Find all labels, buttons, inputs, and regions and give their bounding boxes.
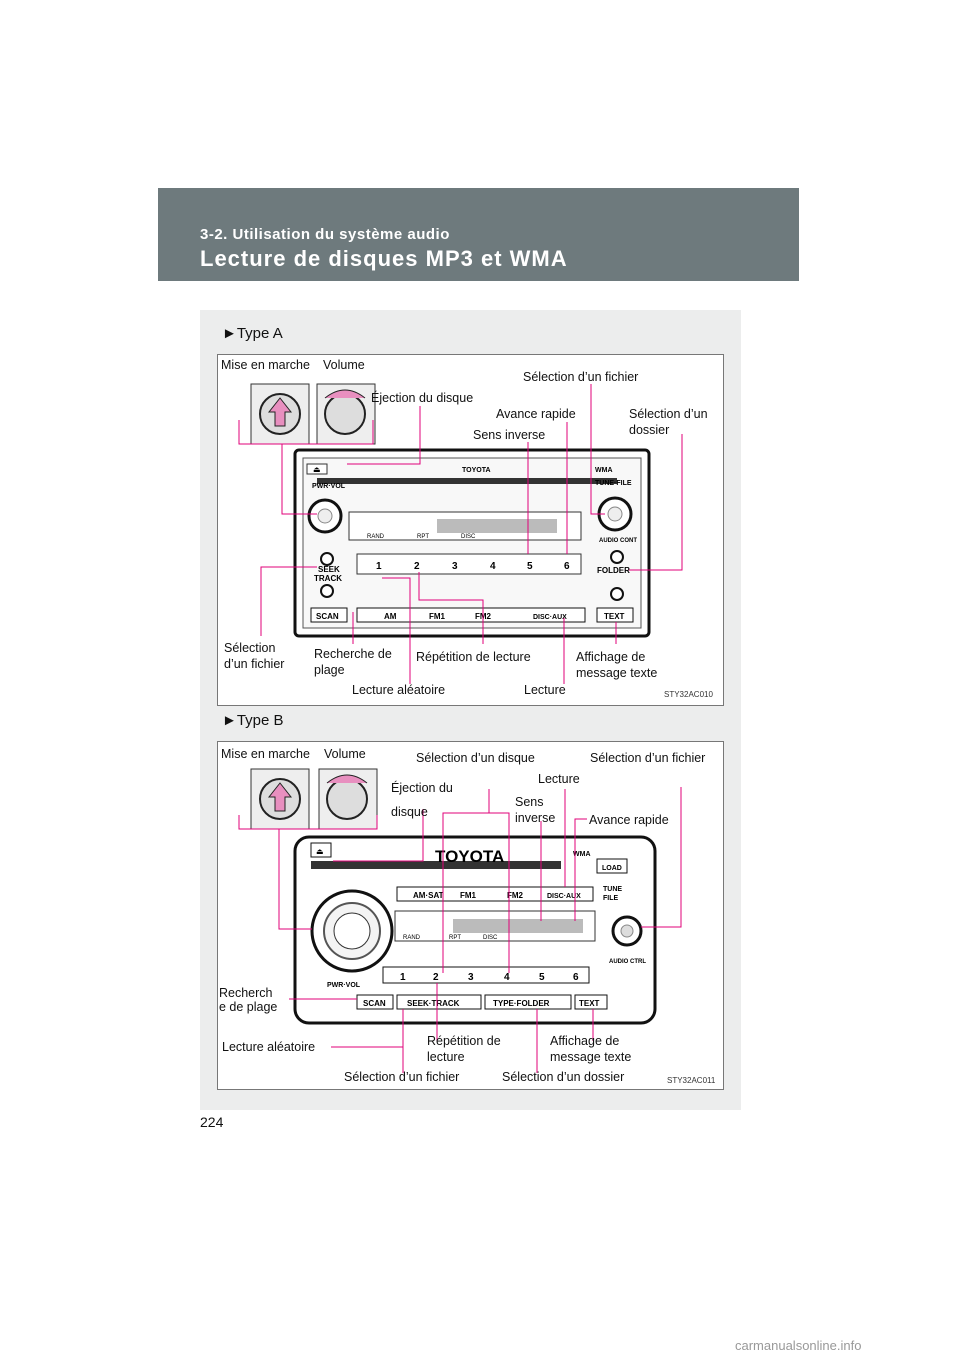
power-knob-inset (250, 383, 310, 445)
label-a-reverse: Sens inverse (473, 428, 546, 442)
svg-text:AM·SAT: AM·SAT (413, 891, 444, 900)
svg-text:RAND: RAND (403, 935, 421, 941)
svg-text:SCAN: SCAN (363, 999, 386, 1008)
svg-text:SCAN: SCAN (316, 612, 339, 621)
pwr-vol-label: PWR·VOL (312, 483, 346, 490)
load-label: LOAD (602, 865, 622, 872)
svg-text:6: 6 (573, 972, 579, 983)
svg-text:SEEK·TRACK: SEEK·TRACK (407, 999, 460, 1008)
tune-file-label: TUNE·FILE (595, 480, 632, 487)
label-b-file-select-bottom: Sélection d’un fichier (344, 1070, 460, 1084)
svg-text:RPT: RPT (449, 935, 461, 941)
svg-text:⏏: ⏏ (313, 465, 321, 474)
brand-text-b: TOYOTA (435, 847, 504, 866)
label-a-folder-select: Sélection d’un dossier (629, 407, 708, 437)
label-b-power: Mise en marche (221, 747, 310, 761)
label-b-repeat: Répétition de lecture (427, 1034, 501, 1064)
callout-lines-b (238, 787, 682, 1073)
folder-label: FOLDER (597, 566, 630, 575)
label-b-play: Lecture (538, 772, 580, 786)
svg-text:TRACK: TRACK (314, 574, 342, 583)
label-b-disc-select: Sélection d’un disque (416, 751, 535, 765)
volume-knob-inset-b (318, 768, 378, 830)
label-b-eject: Éjection du disque (391, 781, 453, 819)
label-a-eject: Éjection du disque (371, 391, 474, 405)
svg-text:RPT: RPT (417, 534, 429, 540)
svg-text:DISC·AUX: DISC·AUX (547, 893, 581, 900)
svg-text:SEEK: SEEK (318, 565, 340, 574)
type-b-illustration: TOYOTA WMA LOAD TUNE FILE ⏏ AM·SAT FM1 F… (238, 768, 682, 1073)
label-b-reverse: Sens inverse (515, 795, 556, 825)
label-a-volume: Volume (323, 358, 365, 372)
svg-text:WMA: WMA (573, 851, 591, 858)
radio-unit-b: TOYOTA WMA LOAD TUNE FILE ⏏ AM·SAT FM1 F… (293, 835, 657, 1025)
label-a-file-select-left: Sélection d’un fichier (224, 641, 285, 671)
svg-text:4: 4 (504, 972, 510, 983)
label-a-play: Lecture (524, 683, 566, 697)
label-b-text-display: Affichage de message texte (550, 1034, 632, 1064)
label-b-random: Lecture aléatoire (222, 1040, 316, 1054)
svg-text:RAND: RAND (367, 534, 385, 540)
svg-text:WMA: WMA (595, 467, 613, 474)
figure-code-b: STY32AC011 (667, 1076, 716, 1085)
svg-text:1: 1 (400, 972, 406, 983)
section-header: 3-2. Utilisation du système audio Lectur… (158, 188, 799, 281)
audio-cont-label: AUDIO CONT (599, 538, 637, 544)
svg-text:4: 4 (490, 561, 496, 572)
brand-text: TOYOTA (462, 467, 491, 474)
svg-text:FM1: FM1 (429, 612, 446, 621)
svg-text:FM1: FM1 (460, 891, 477, 900)
label-b-fast-forward: Avance rapide (589, 813, 669, 827)
svg-text:TYPE·FOLDER: TYPE·FOLDER (493, 999, 550, 1008)
label-b-file-select-top: Sélection d’un fichier (590, 751, 706, 765)
radio-unit-a: TOYOTA WMA ⏏ PWR·VOL SEEK TRACK TUNE·FIL… (293, 448, 651, 638)
type-b-heading: ►Type B (222, 712, 284, 729)
svg-text:1: 1 (376, 561, 382, 572)
label-b-folder-select: Sélection d’un dossier (502, 1070, 625, 1084)
svg-text:FM2: FM2 (507, 891, 524, 900)
svg-text:TUNE: TUNE (603, 886, 622, 893)
label-b-track-search: Recherch e de plage (219, 986, 278, 1014)
svg-text:TEXT: TEXT (604, 612, 625, 621)
volume-knob-inset (316, 383, 376, 445)
label-a-track-search: Recherche de plage (314, 647, 392, 677)
svg-text:5: 5 (527, 561, 533, 572)
svg-text:DISC·AUX: DISC·AUX (533, 614, 567, 621)
label-a-random: Lecture aléatoire (352, 683, 446, 697)
svg-text:FILE: FILE (603, 895, 618, 902)
figure-code-a: STY32AC010 (664, 690, 713, 699)
svg-text:2: 2 (433, 972, 439, 983)
type-a-illustration: TOYOTA WMA ⏏ PWR·VOL SEEK TRACK TUNE·FIL… (238, 383, 683, 684)
svg-text:DISC: DISC (483, 935, 498, 941)
svg-text:TEXT: TEXT (579, 999, 600, 1008)
svg-text:2: 2 (414, 561, 420, 572)
svg-text:3: 3 (468, 972, 474, 983)
svg-text:DISC: DISC (461, 534, 476, 540)
label-a-text-display: Affichage de message texte (576, 650, 658, 680)
svg-text:5: 5 (539, 972, 545, 983)
label-b-volume: Volume (324, 747, 366, 761)
section-label: 3-2. Utilisation du système audio (200, 226, 450, 243)
pwr-vol-label-b: PWR·VOL (327, 982, 361, 989)
svg-text:AM: AM (384, 612, 397, 621)
svg-text:AUDIO CTRL: AUDIO CTRL (609, 959, 646, 965)
callout-lines-a (238, 384, 683, 684)
svg-text:6: 6 (564, 561, 570, 572)
page-number: 224 (200, 1114, 224, 1130)
watermark: carmanualsonline.info (735, 1338, 862, 1353)
label-a-fast-forward: Avance rapide (496, 407, 576, 421)
label-a-power: Mise en marche (221, 358, 310, 372)
power-knob-inset-b (250, 768, 310, 830)
label-a-repeat: Répétition de lecture (416, 650, 531, 664)
type-a-heading: ►Type A (222, 325, 283, 342)
label-a-file-select-top: Sélection d’un fichier (523, 370, 639, 384)
svg-text:3: 3 (452, 561, 458, 572)
svg-text:⏏: ⏏ (316, 847, 324, 856)
page-title: Lecture de disques MP3 et WMA (200, 246, 568, 271)
